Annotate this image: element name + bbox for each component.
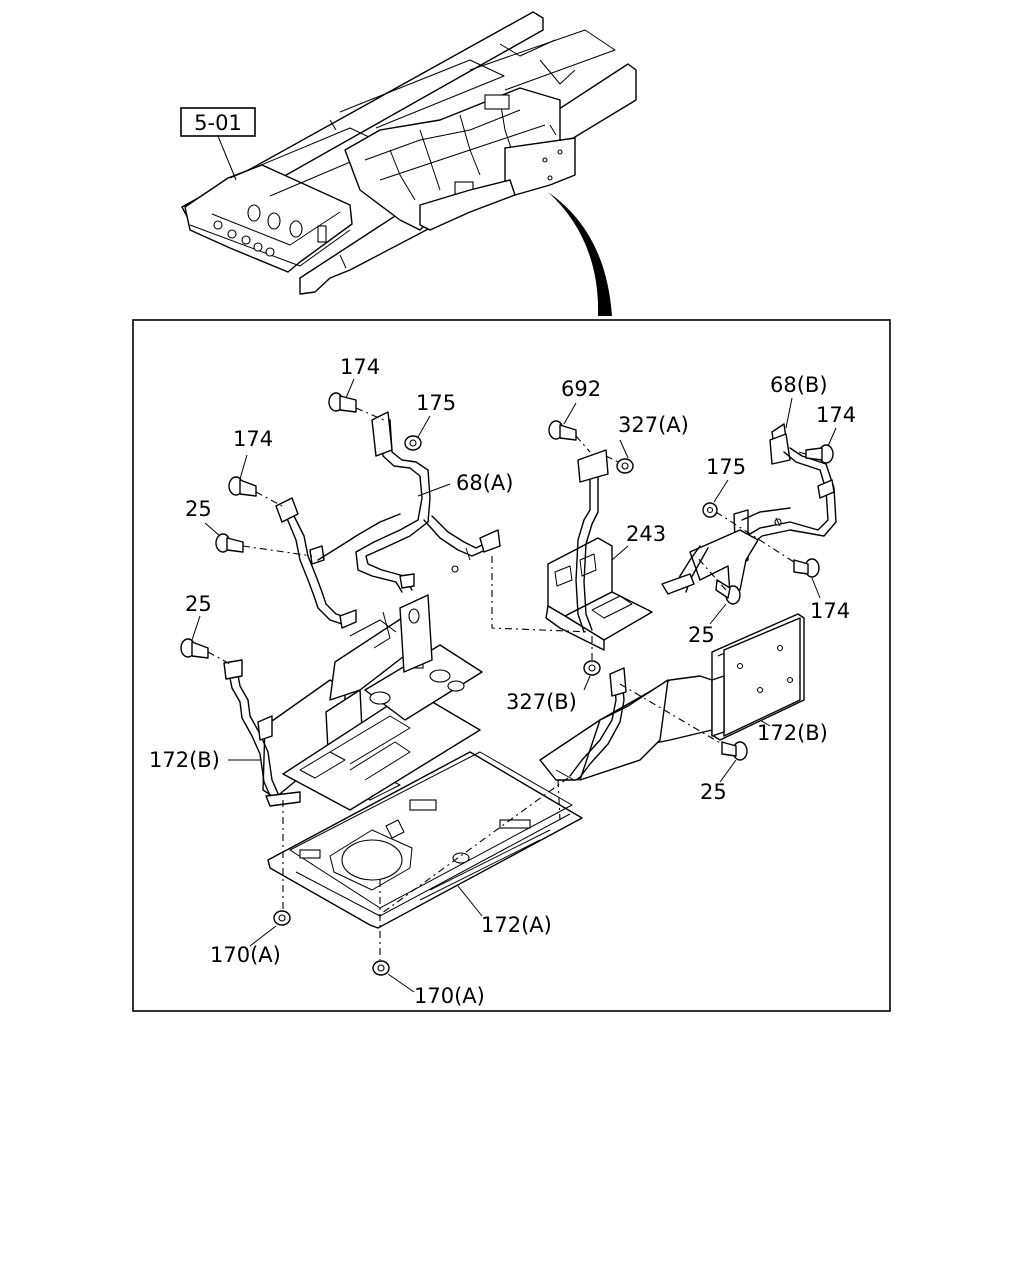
- alignment-lines: [207, 407, 807, 960]
- bracket-243-drawing: [545, 449, 653, 651]
- strap-68b-drawing: [661, 423, 837, 595]
- callout-327a: 327(A): [618, 413, 689, 437]
- washer-175-right: [702, 502, 718, 518]
- bolt-25-left2: [180, 638, 209, 659]
- nut-170a-left: [273, 910, 291, 926]
- callout-174-left: 174: [233, 427, 273, 451]
- nut-175-top: [404, 435, 422, 451]
- detail-view-frame: [132, 319, 891, 1012]
- callout-172a: 172(A): [481, 913, 552, 937]
- strap-68a-drawing: [275, 411, 501, 629]
- bolt-25-left: [215, 533, 244, 553]
- reference-box: 5-01: [180, 107, 256, 181]
- callout-68a: 68(A): [456, 471, 513, 495]
- callout-25-left2: 25: [185, 592, 212, 616]
- callout-172b-right: 172(B): [757, 721, 828, 745]
- callout-174-right: 174: [816, 403, 856, 427]
- nut-170a-bottom: [372, 960, 390, 976]
- bracket-172b-left-drawing: [223, 594, 483, 811]
- reference-box-label: 5-01: [194, 111, 242, 135]
- bolt-174-top: [328, 392, 357, 413]
- callout-327b: 327(B): [506, 690, 577, 714]
- bolt-25-right: [715, 579, 741, 605]
- bolt-25-bottom: [721, 741, 748, 761]
- bracket-172b-right-drawing: [539, 613, 805, 781]
- nut-327b: [583, 660, 601, 676]
- nut-327a: [616, 458, 634, 474]
- fasteners: [180, 392, 834, 976]
- plate-172a-drawing: [267, 751, 583, 929]
- callout-174-right2: 174: [810, 599, 850, 623]
- bolt-174-right: [805, 444, 834, 464]
- callout-243: 243: [626, 522, 666, 546]
- callout-172b-left: 172(B): [149, 748, 220, 772]
- callout-175-right: 175: [706, 455, 746, 479]
- callout-68b: 68(B): [770, 373, 828, 397]
- callout-170a-left: 170(A): [210, 943, 281, 967]
- bolt-174-right2: [793, 558, 820, 578]
- bolt-692: [548, 420, 577, 441]
- leader-lines: [191, 378, 837, 993]
- callout-25-bottom: 25: [700, 780, 727, 804]
- callout-174-top: 174: [340, 355, 380, 379]
- callout-692: 692: [561, 377, 601, 401]
- callout-170a-bottom: 170(A): [414, 984, 485, 1008]
- callout-175-top: 175: [416, 391, 456, 415]
- chassis-frame-drawing: [181, 11, 637, 316]
- callout-25-left: 25: [185, 497, 212, 521]
- callout-25-right: 25: [688, 623, 715, 647]
- callout-labels: 174 175 174 68(A) 25 25 172(B) 692 327(A…: [149, 355, 856, 1008]
- bolt-174-left: [228, 476, 257, 497]
